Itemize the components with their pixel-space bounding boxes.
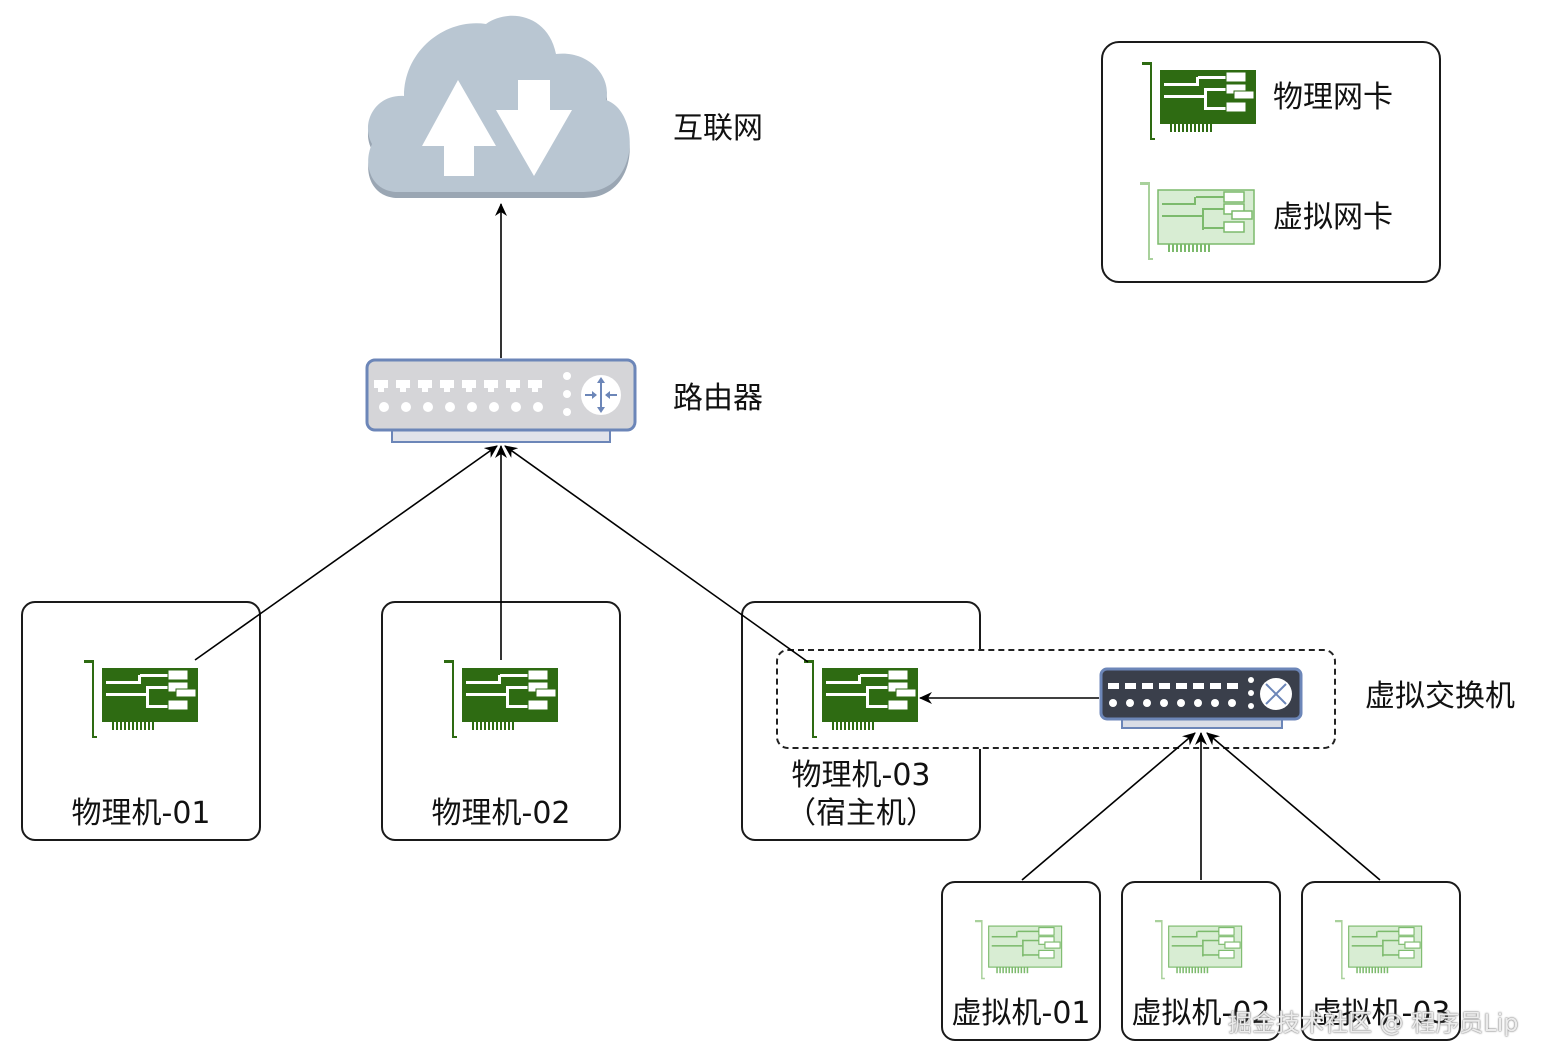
virtual-machine-02-label: 虚拟机-02 [1131,996,1271,1031]
physical-nic-icon-pm1 [83,659,199,739]
virtual-nic-icon-vm1 [974,919,1063,980]
internet-cloud-icon [367,15,630,199]
edge-vm3-to-switch [1206,732,1381,881]
physical-machine-03-label: 物理机-03 [791,758,931,793]
watermark-text: 掘金技术社区 @ 程序员Lip [1228,1009,1519,1037]
physical-nic-icon-pm3 [803,659,919,739]
edge-pm1-to-router [194,445,498,661]
legend-virtual-nic-icon [1139,181,1255,261]
edge-vm1-to-switch [1021,732,1196,881]
virtual-switch-label: 虚拟交换机 [1365,679,1515,714]
router-icon [365,358,637,443]
virtual-switch-icon [1099,667,1303,729]
virtual-machine-03-label: 虚拟机-03 [1311,996,1451,1031]
legend-physical-nic-label: 物理网卡 [1273,80,1393,115]
virtual-nic-icon-vm2 [1154,919,1243,980]
router-label: 路由器 [673,381,763,416]
legend-virtual-nic-label: 虚拟网卡 [1273,200,1393,235]
physical-nic-icon-pm2 [443,659,559,739]
physical-machine-01-label: 物理机-01 [71,796,211,831]
virtual-nic-icon-vm3 [1334,919,1423,980]
virtual-machine-01-label: 虚拟机-01 [951,996,1091,1031]
legend-physical-nic-icon [1141,61,1257,141]
physical-machine-02-label: 物理机-02 [431,796,571,831]
internet-label: 互联网 [673,111,763,146]
connectors [194,203,1381,881]
edge-pm3-to-router [504,445,809,663]
physical-machine-03-sublabel: （宿主机） [786,796,936,831]
